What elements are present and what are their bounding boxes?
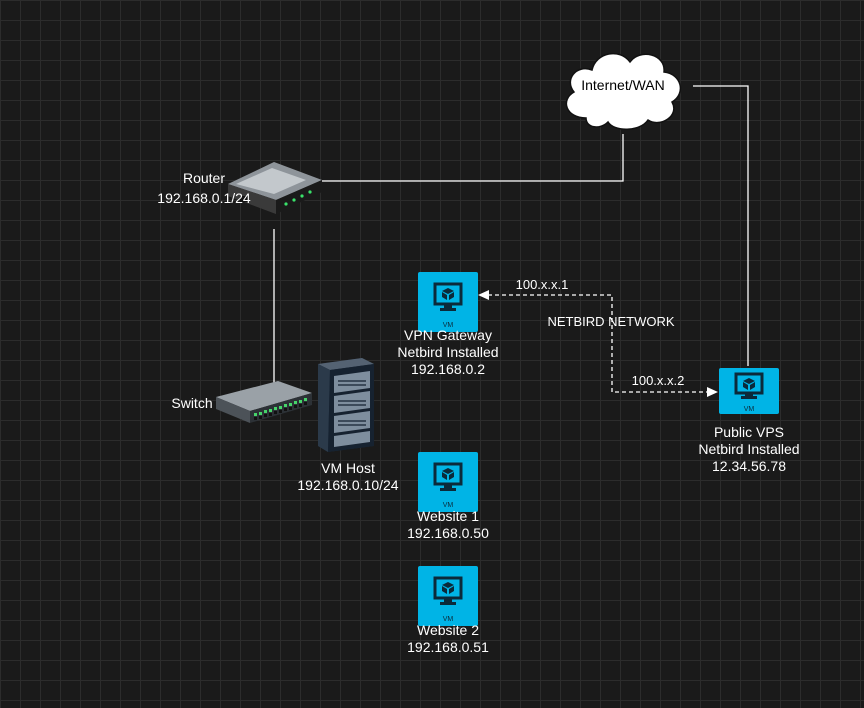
vm-tag: VM bbox=[743, 406, 755, 413]
website2-vm-tile: VM bbox=[418, 566, 478, 626]
website2-ip: 192.168.0.51 bbox=[407, 639, 489, 655]
website1-name: Website 1 bbox=[417, 508, 479, 524]
website1-label: Website 1 192.168.0.50 bbox=[368, 508, 528, 542]
router-icon bbox=[228, 162, 322, 214]
vpn-gateway-software: Netbird Installed bbox=[397, 344, 499, 360]
gateway-tunnel-ip-label: 100.x.x.1 bbox=[515, 277, 569, 292]
vpn-gateway-label: VPN Gateway Netbird Installed 192.168.0.… bbox=[368, 327, 528, 378]
router-ip: 192.168.0.1/24 bbox=[157, 190, 251, 206]
vmhost-name: VM Host bbox=[321, 460, 375, 476]
vm-monitor-icon bbox=[433, 282, 463, 311]
arrow-to-vps bbox=[707, 387, 718, 397]
switch-label: Switch bbox=[171, 395, 213, 411]
cloud-icon bbox=[565, 52, 682, 130]
switch-icon bbox=[216, 381, 312, 423]
vps-tunnel-ip-label: 100.x.x.2 bbox=[631, 373, 685, 388]
arrow-to-gateway bbox=[478, 290, 489, 300]
vpn-gateway-name: VPN Gateway bbox=[404, 327, 492, 343]
vmhost-label: VM Host 192.168.0.10/24 bbox=[276, 460, 420, 494]
vm-tag: VM bbox=[442, 322, 454, 329]
vpn-gateway-vm-tile: VM bbox=[418, 272, 478, 332]
public-vps-name: Public VPS bbox=[713, 424, 785, 440]
switch-device bbox=[214, 377, 314, 427]
netbird-tunnel-link bbox=[488, 294, 708, 393]
website1-vm-tile: VM bbox=[418, 452, 478, 512]
internet-cloud: Internet/WAN bbox=[556, 42, 690, 132]
router-internet-link bbox=[322, 134, 624, 182]
vpn-gateway-ip: 192.168.0.2 bbox=[411, 361, 485, 377]
server-icon bbox=[318, 358, 374, 452]
public-vps-software: Netbird Installed bbox=[698, 441, 800, 457]
vmhost-ip: 192.168.0.10/24 bbox=[297, 477, 399, 493]
public-vps-vm-tile: VM bbox=[719, 368, 779, 414]
internet-label: Internet/WAN bbox=[581, 77, 665, 93]
router-label: Router 192.168.0.1/24 bbox=[116, 170, 292, 207]
website2-name: Website 2 bbox=[417, 622, 479, 638]
website2-label: Website 2 192.168.0.51 bbox=[368, 622, 528, 656]
vm-monitor-icon bbox=[734, 372, 764, 399]
vm-tag: VM bbox=[442, 616, 454, 623]
public-vps-label: Public VPS Netbird Installed 12.34.56.78 bbox=[669, 424, 829, 475]
vmhost-device bbox=[316, 354, 376, 452]
vm-tag: VM bbox=[442, 502, 454, 509]
router-name: Router bbox=[182, 170, 226, 186]
router-device bbox=[222, 158, 326, 216]
public-vps-ip: 12.34.56.78 bbox=[712, 458, 786, 474]
netbird-network-label: NETBIRD NETWORK bbox=[547, 314, 675, 329]
internet-vps-link bbox=[693, 85, 749, 366]
website1-ip: 192.168.0.50 bbox=[407, 525, 489, 541]
vm-monitor-icon bbox=[433, 576, 463, 605]
vm-monitor-icon bbox=[433, 462, 463, 491]
